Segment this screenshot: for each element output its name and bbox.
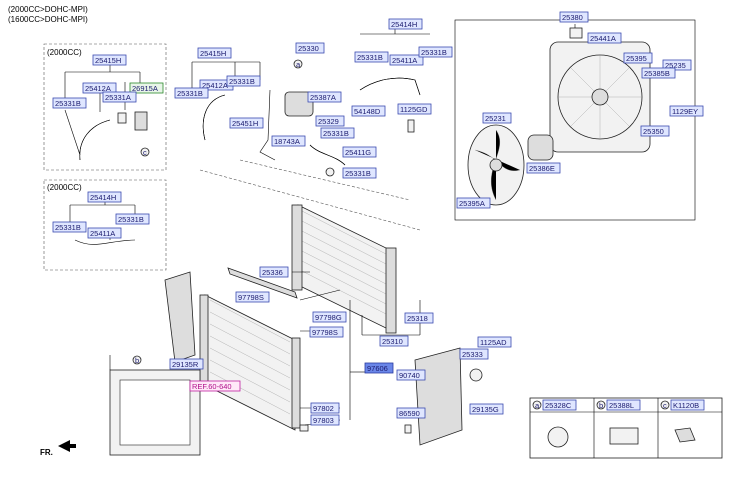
part-25318[interactable]: 25318 xyxy=(407,314,428,323)
part-97802[interactable]: 97802 xyxy=(313,404,334,413)
part-1125AD[interactable]: 1125AD xyxy=(480,338,507,347)
callout-b-text-frame: b xyxy=(135,356,139,365)
part-1125GD[interactable]: 1125GD xyxy=(400,105,428,114)
part-25331B-inset-top[interactable]: 25331B xyxy=(55,99,81,108)
clip-icon xyxy=(674,427,696,443)
callout-b-circle-frame xyxy=(132,355,142,365)
legend-key-b: b xyxy=(599,401,603,410)
callout-a-text-top: a xyxy=(296,60,301,69)
part-25310[interactable]: 25310 xyxy=(382,337,403,346)
inset-2000cc-top xyxy=(43,43,167,171)
header-line-2: (1600CC>DOHC-MPI) xyxy=(8,15,88,24)
front-arrow-icon xyxy=(58,440,76,452)
part-25333[interactable]: 25333 xyxy=(462,350,483,359)
fastener-legend: a 25328C b 25388L c K1120B xyxy=(529,397,723,459)
part-25331B-mid-left[interactable]: 25331B xyxy=(177,89,203,98)
part-25231[interactable]: 25231 xyxy=(485,114,506,123)
part-25331A-inset[interactable]: 25331A xyxy=(105,93,131,102)
part-25331B-inset-right[interactable]: 25331B xyxy=(118,215,144,224)
inset-bottom-title: (2000CC) xyxy=(47,183,82,192)
part-25414H-inset[interactable]: 25414H xyxy=(90,193,116,202)
fan-motor xyxy=(527,134,554,161)
legend-key-c: c xyxy=(663,401,667,410)
header-line-1: (2000CC>DOHC-MPI) xyxy=(8,5,88,14)
part-97606-selected[interactable]: 97606 xyxy=(367,364,388,373)
part-25331B-inset-left[interactable]: 25331B xyxy=(55,223,81,232)
part-97798S[interactable]: 97798S xyxy=(312,328,338,337)
part-90740[interactable]: 90740 xyxy=(399,371,420,380)
callout-c-text: c xyxy=(143,148,147,157)
part-97798G[interactable]: 97798G xyxy=(315,313,342,322)
part-25411A[interactable]: 25411A xyxy=(392,56,417,65)
cap-icon xyxy=(547,426,569,448)
part-25331B-mid-top[interactable]: 25331B xyxy=(229,77,255,86)
hose-shape xyxy=(79,119,111,161)
reservoir-cap xyxy=(569,27,583,39)
part-25329[interactable]: 25329 xyxy=(318,117,339,126)
bolt-1125gd xyxy=(407,119,415,133)
part-86590[interactable]: 86590 xyxy=(399,409,420,418)
legend-code-25328C[interactable]: 25328C xyxy=(545,401,572,410)
hose-shape-2 xyxy=(74,239,136,245)
part-25350[interactable]: 25350 xyxy=(643,127,664,136)
air-guard xyxy=(227,267,298,299)
label-group: 25415H 25412A 26915A 25331A 25331B 25414… xyxy=(52,11,704,426)
part-25395A[interactable]: 25395A xyxy=(459,199,485,208)
front-end-carrier xyxy=(109,355,201,456)
part-97798S-top[interactable]: 97798S xyxy=(238,293,264,302)
part-25412A[interactable]: 25412A xyxy=(202,81,228,90)
inset-2000cc-bottom xyxy=(43,179,167,271)
part-25412A-inset[interactable]: 25412A xyxy=(85,84,111,93)
part-26915A[interactable]: 26915A xyxy=(132,84,158,93)
label-sticker-icon xyxy=(609,427,639,445)
inset-top-title: (2000CC) xyxy=(47,48,82,57)
part-25331B-upper-right[interactable]: 25331B xyxy=(421,48,447,57)
part-29135R[interactable]: 29135R xyxy=(172,360,199,369)
legend-code-K1120B[interactable]: K1120B xyxy=(673,401,699,410)
part-25414H[interactable]: 25414H xyxy=(391,20,417,29)
part-97803[interactable]: 97803 xyxy=(313,416,334,425)
part-25451H[interactable]: 25451H xyxy=(232,119,258,128)
front-direction-label: FR. xyxy=(40,448,53,457)
ref-60-640-link[interactable]: REF.60-640 xyxy=(192,382,232,391)
part-25387A[interactable]: 25387A xyxy=(310,93,336,102)
part-25395[interactable]: 25395 xyxy=(626,54,647,63)
part-54148D[interactable]: 54148D xyxy=(354,107,381,116)
part-25385B[interactable]: 25385B xyxy=(644,69,670,78)
horn xyxy=(469,368,483,382)
part-1129EY[interactable]: 1129EY xyxy=(672,107,698,116)
part-25415H-inset[interactable]: 25415H xyxy=(95,56,121,65)
part-25331B-lower[interactable]: 25331B xyxy=(345,169,371,178)
legend-code-25388L[interactable]: 25388L xyxy=(609,401,634,410)
legend-key-a: a xyxy=(535,401,540,410)
hose-outline xyxy=(79,119,111,161)
part-25331B-housing[interactable]: 25331B xyxy=(323,129,349,138)
part-25235[interactable]: 25235 xyxy=(665,61,686,70)
part-25336[interactable]: 25336 xyxy=(262,268,283,277)
part-29135G[interactable]: 29135G xyxy=(472,405,499,414)
part-25331B-upper-left[interactable]: 25331B xyxy=(357,53,383,62)
air-guard-right xyxy=(414,347,463,446)
hose-clamp xyxy=(117,112,127,124)
thermostat-housing xyxy=(284,91,314,117)
part-25411A-inset[interactable]: 25411A xyxy=(90,229,115,238)
part-25386E[interactable]: 25386E xyxy=(529,164,555,173)
hose-fitting xyxy=(134,111,148,131)
air-guard-left xyxy=(164,271,196,363)
part-25411G[interactable]: 25411G xyxy=(345,148,371,157)
part-25380[interactable]: 25380 xyxy=(562,13,583,22)
condenser xyxy=(199,294,301,431)
part-25330[interactable]: 25330 xyxy=(298,44,319,53)
part-25415H[interactable]: 25415H xyxy=(200,49,226,58)
part-18743A[interactable]: 18743A xyxy=(274,137,300,146)
part-25441A[interactable]: 25441A xyxy=(590,34,616,43)
callout-a-circle-top xyxy=(293,59,303,69)
radiator xyxy=(291,204,397,334)
callout-c-circle xyxy=(140,147,150,157)
